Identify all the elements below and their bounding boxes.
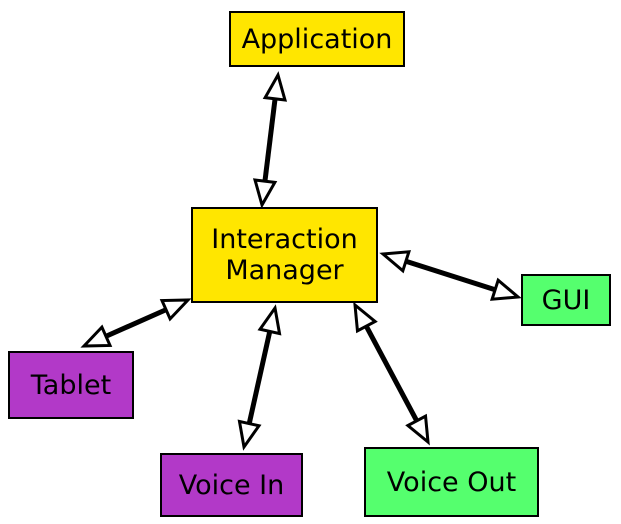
voice-in-node: Voice In (160, 453, 303, 517)
arrowhead-icon (252, 178, 278, 209)
connector-line (262, 96, 278, 184)
arrowhead-icon (379, 250, 412, 274)
interaction-manager-node: Interaction Manager (191, 207, 378, 303)
connector-line (246, 328, 273, 427)
voice-out-label: Voice Out (386, 466, 517, 498)
voice-in-label: Voice In (178, 469, 285, 501)
tablet-label: Tablet (30, 369, 112, 401)
interaction-manager-label: Interaction Manager (211, 224, 358, 286)
arrowhead-icon (353, 301, 378, 334)
gui-label: GUI (541, 284, 591, 316)
arrowhead-icon (237, 419, 262, 451)
voice-out-node: Voice Out (364, 447, 539, 517)
arrowhead-icon (159, 298, 192, 322)
gui-node: GUI (521, 274, 611, 326)
arrowhead-icon (257, 304, 282, 336)
manager-tablet-connector (80, 298, 192, 348)
arrowhead-icon (489, 277, 522, 301)
arrowhead-icon (405, 413, 430, 446)
application-manager-connector (252, 71, 288, 209)
connector-line (363, 323, 420, 424)
manager-voice-in-connector (237, 304, 282, 451)
arrowhead-icon (80, 324, 113, 348)
application-label: Application (241, 23, 393, 55)
manager-gui-connector (379, 250, 522, 301)
application-node: Application (229, 11, 405, 67)
connector-line (403, 258, 498, 293)
arrowhead-icon (262, 71, 288, 102)
manager-voice-out-connector (353, 301, 430, 446)
tablet-node: Tablet (8, 351, 134, 419)
connector-line (103, 306, 169, 340)
